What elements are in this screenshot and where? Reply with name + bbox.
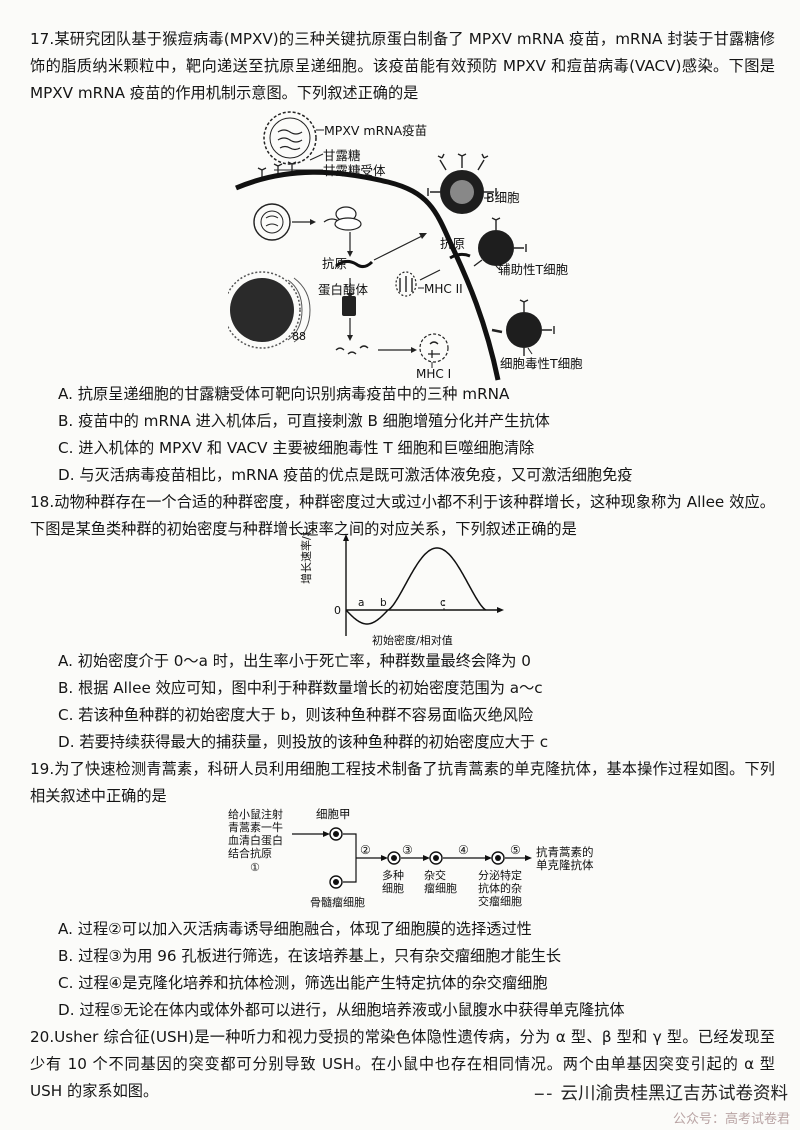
label-result-1: 抗青蒿素的 bbox=[536, 845, 594, 859]
footer-dash: -- - bbox=[533, 1084, 552, 1104]
hybridoma-cell-icon bbox=[429, 851, 443, 865]
label-antigen-1: 抗原 bbox=[322, 256, 347, 271]
b-cell-icon bbox=[427, 153, 497, 214]
step-4-label: ④ bbox=[458, 843, 469, 857]
nucleus-icon bbox=[228, 271, 311, 349]
chart-axes bbox=[343, 534, 504, 636]
label-secreting-1: 分泌特定 bbox=[478, 868, 522, 882]
svg-text:青蒿素一牛: 青蒿素一牛 bbox=[228, 820, 283, 834]
chart-origin-label: 0 bbox=[334, 604, 341, 617]
step-5-label: ⑤ bbox=[510, 843, 521, 857]
chart-x-label: 初始密度/相对值 bbox=[372, 633, 453, 647]
label-antigen-2: 抗原 bbox=[440, 236, 465, 251]
label-cell-a: 细胞甲 bbox=[316, 807, 351, 821]
mhc2-complex-icon bbox=[395, 271, 417, 297]
question-17-stem: 17.某研究团队基于猴痘病毒(MPXV)的三种关键抗原蛋白制备了 MPXV mR… bbox=[30, 30, 775, 102]
helper-t-cell-icon bbox=[473, 217, 527, 267]
question-17-option-d: D. 与灭活病毒疫苗相比，mRNA 疫苗的优点是既可激活体液免疫，又可激活细胞免… bbox=[58, 466, 633, 484]
label-secreting-3: 交瘤细胞 bbox=[478, 894, 522, 908]
question-19-option-d: D. 过程⑤无论在体内或体外都可以进行，从细胞培养液或小鼠腹水中获得单克隆抗体 bbox=[58, 1001, 625, 1019]
svg-text:结合抗原: 结合抗原 bbox=[228, 846, 272, 860]
chart-point-c: c bbox=[440, 597, 446, 609]
watermark: 公众号：高考试卷君 bbox=[672, 1112, 790, 1127]
step-3-label: ③ bbox=[402, 843, 413, 857]
chart-growth-curve bbox=[345, 547, 487, 625]
mhc1-complex-icon bbox=[419, 333, 449, 363]
question-18-option-a: A. 初始密度介于 0～a 时，出生率小于死亡率，种群数量最终会降为 0 bbox=[58, 652, 531, 670]
chart-point-a: a bbox=[358, 597, 364, 609]
question-17-option-c: C. 进入机体的 MPXV 和 VACV 主要被细胞毒性 T 细胞和巨噬细胞清除 bbox=[58, 439, 535, 457]
vaccine-particle-icon bbox=[263, 111, 317, 165]
question-18-option-c: C. 若该种鱼种群的初始密度大于 b，则该种鱼种群不容易面临灭绝风险 bbox=[58, 706, 534, 724]
mrna-vaccine-mechanism-diagram: MPXV mRNA疫苗 甘露糖 甘露糖受体 抗原 88 蛋白酶体 bbox=[228, 111, 583, 381]
label-multi-cell-1: 多种 bbox=[382, 868, 404, 882]
endosome-icon bbox=[253, 203, 291, 241]
secreting-hybridoma-icon bbox=[491, 851, 505, 865]
label-helper-t-cell: 辅助性T细胞 bbox=[498, 262, 569, 277]
label-vaccine: MPXV mRNA疫苗 bbox=[324, 123, 427, 138]
cell-membrane bbox=[235, 169, 501, 381]
monoclonal-antibody-flow-diagram: 给小鼠注射 青蒿素一牛 血清白蛋白 结合抗原 ① 细胞甲 骨髓瘤细胞 ② 多种 … bbox=[228, 807, 594, 909]
label-hybridoma-2: 瘤细胞 bbox=[424, 881, 457, 895]
cytotoxic-t-cell-icon bbox=[491, 299, 555, 356]
label-myeloma-cell: 骨髓瘤细胞 bbox=[310, 895, 365, 909]
question-18-option-b: B. 根据 Allee 效应可知，图中利于种群数量增长的初始密度范围为 a～c bbox=[58, 679, 543, 697]
question-17-option-a: A. 抗原呈递细胞的甘露糖受体可靶向识别病毒疫苗中的三种 mRNA bbox=[58, 385, 510, 403]
cell-a-icon bbox=[329, 827, 343, 841]
question-17-option-b: B. 疫苗中的 mRNA 进入机体后，可直接刺激 B 细胞增殖分化并产生抗体 bbox=[58, 412, 550, 430]
label-proteasome: 蛋白酶体 bbox=[318, 282, 369, 297]
label-hybridoma-1: 杂交 bbox=[424, 868, 446, 882]
footer-banner: -- - 云川渝贵桂黑辽吉苏试卷资料 bbox=[534, 1080, 788, 1105]
label-multi-cell-2: 细胞 bbox=[382, 882, 404, 895]
step-2-label: ② bbox=[360, 843, 371, 857]
question-19-option-a: A. 过程②可以加入灭活病毒诱导细胞融合，体现了细胞膜的选择透过性 bbox=[58, 920, 532, 938]
label-mhc1: MHC I bbox=[416, 367, 451, 381]
myeloma-cell-icon bbox=[329, 875, 343, 889]
ribosome-icon bbox=[323, 206, 362, 231]
chart-point-b: b bbox=[380, 597, 387, 609]
label-cytotoxic-t-cell: 细胞毒性T细胞 bbox=[500, 356, 583, 371]
multi-cell-icon bbox=[387, 851, 401, 865]
footer-text: 云川渝贵桂黑辽吉苏试卷资料 bbox=[560, 1084, 789, 1104]
label-mannose: 甘露糖 bbox=[323, 148, 361, 163]
chart-y-label: 增长速率/相对值 bbox=[300, 532, 313, 584]
label-secreting-2: 抗体的杂 bbox=[478, 881, 522, 895]
svg-text:血清白蛋白: 血清白蛋白 bbox=[228, 833, 283, 847]
proteasome-icon bbox=[342, 296, 356, 316]
question-19-option-c: C. 过程④是克隆化培养和抗体检测，筛选出能产生特定抗体的杂交瘤细胞 bbox=[58, 974, 548, 992]
injection-label: 给小鼠注射 青蒿素一牛 血清白蛋白 结合抗原 ① bbox=[228, 807, 283, 874]
question-20-stem: 20.Usher 综合征(USH)是一种听力和视力受损的常染色体隐性遗传病，分为… bbox=[30, 1028, 775, 1100]
label-b-cell: B细胞 bbox=[486, 190, 520, 205]
question-19-option-b: B. 过程③为用 96 孔板进行筛选，在该培养基上，只有杂交瘤细胞才能生长 bbox=[58, 947, 562, 965]
question-18-option-d: D. 若要持续获得最大的捕获量，则投放的该种鱼种群的初始密度应大于 c bbox=[58, 733, 549, 751]
label-mhc2: MHC II bbox=[424, 282, 463, 296]
svg-text:88: 88 bbox=[292, 330, 306, 343]
question-19-stem: 19.为了快速检测青蒿素，科研人员利用细胞工程技术制备了抗青蒿素的单克隆抗体，基… bbox=[30, 760, 775, 805]
question-18-stem: 18.动物种群存在一个合适的种群密度，种群密度过大或过小都不利于该种群增长，这种… bbox=[30, 493, 775, 538]
allee-effect-chart: 增长速率/相对值 0 a b c 初始密度/相对值 bbox=[300, 532, 504, 647]
svg-text:①: ① bbox=[250, 861, 260, 874]
label-result-2: 单克隆抗体 bbox=[536, 858, 594, 872]
svg-text:给小鼠注射: 给小鼠注射 bbox=[228, 807, 283, 821]
